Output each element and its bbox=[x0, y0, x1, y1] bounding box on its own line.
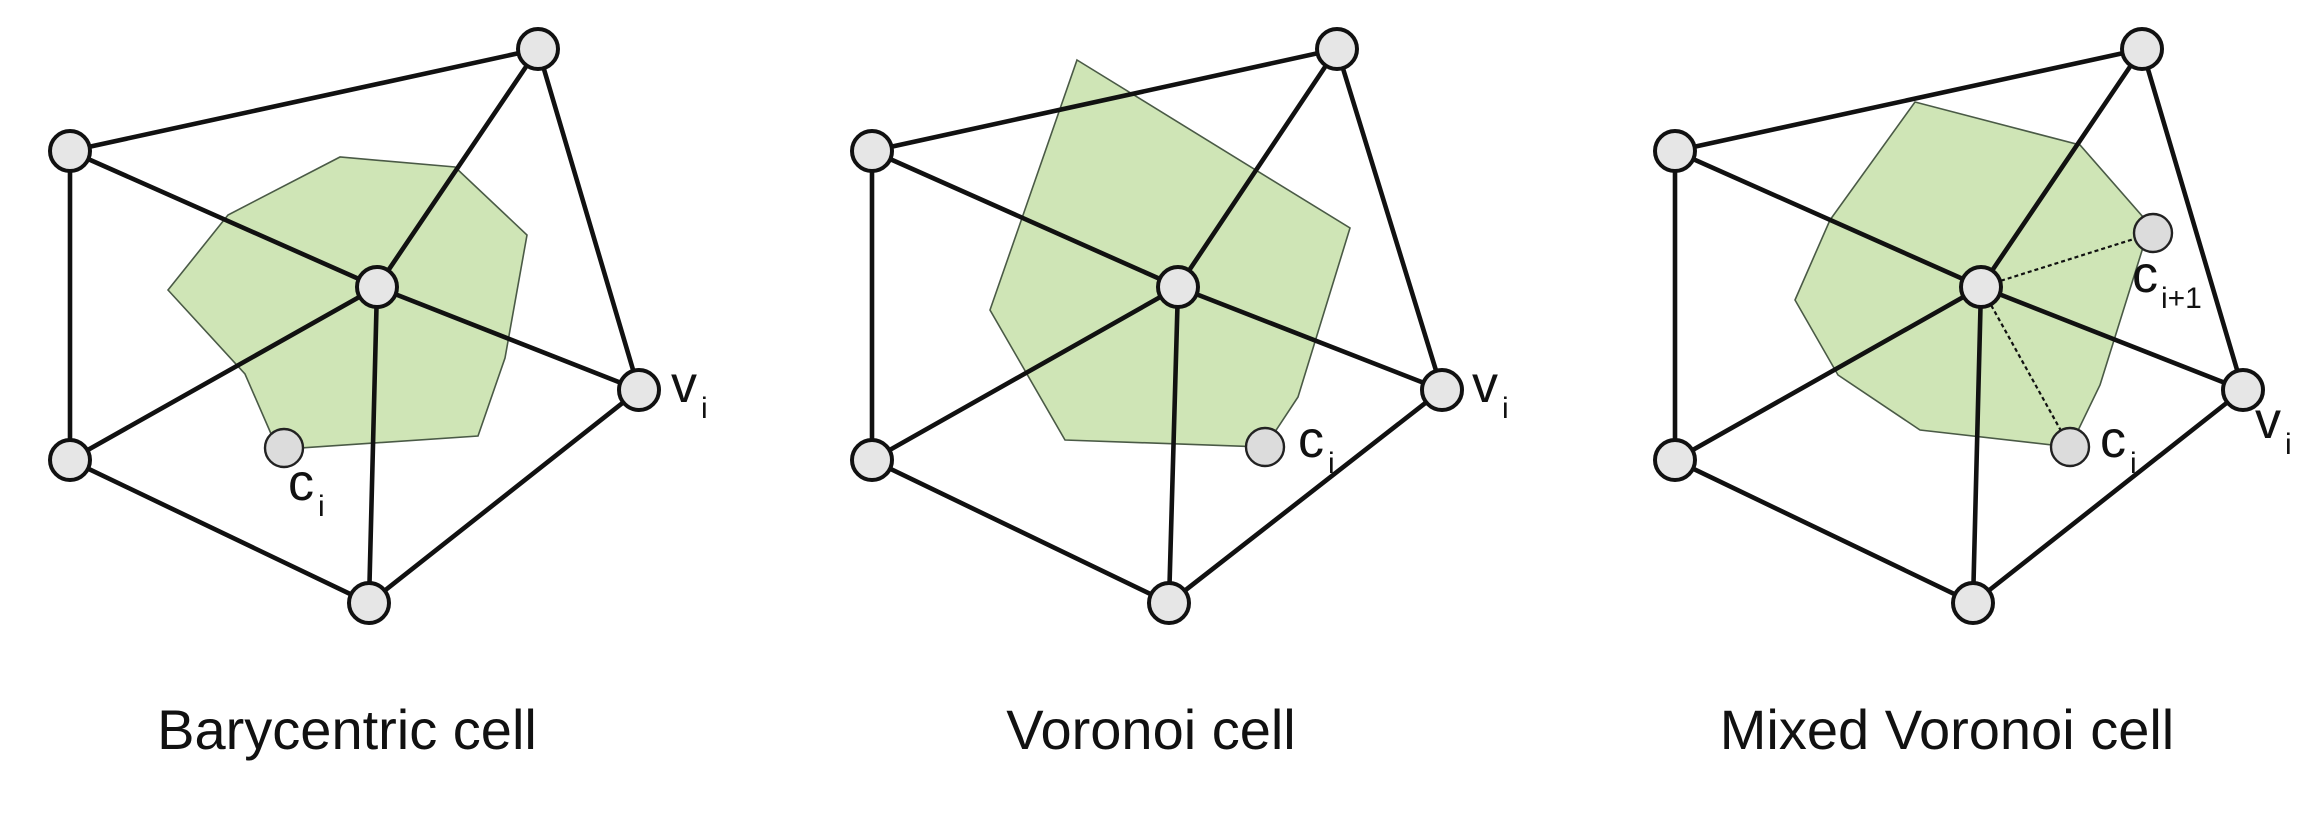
mesh-vertex-vi bbox=[2221, 368, 2265, 412]
point-ci1 bbox=[2132, 212, 2174, 254]
mesh-edge bbox=[1175, 46, 1340, 290]
center-vertex bbox=[1156, 265, 1200, 309]
mesh-edge bbox=[1334, 46, 1445, 393]
mesh-edge bbox=[869, 457, 1172, 606]
mesh-edge bbox=[67, 457, 372, 606]
mesh-vertex bbox=[1147, 581, 1191, 625]
mesh-vertex bbox=[850, 129, 894, 173]
mesh-edge bbox=[1672, 457, 1976, 606]
mesh-edge bbox=[535, 46, 642, 393]
center-vertex bbox=[1959, 265, 2003, 309]
mesh-edge bbox=[366, 284, 380, 606]
mesh-edge bbox=[366, 387, 642, 606]
mesh-edge bbox=[1672, 46, 2145, 154]
mesh-edge bbox=[67, 46, 541, 154]
center-vertex bbox=[355, 265, 399, 309]
mesh-edge bbox=[1970, 284, 1984, 606]
mesh-edge bbox=[1166, 387, 1445, 606]
mesh-vertex bbox=[1653, 129, 1697, 173]
mesh-edge bbox=[869, 148, 1181, 290]
mesh-edge bbox=[1175, 284, 1445, 393]
point-ci bbox=[2049, 426, 2091, 468]
mesh-edge bbox=[1166, 284, 1181, 606]
mesh-vertex bbox=[48, 438, 92, 482]
mesh-edge bbox=[374, 284, 642, 393]
mesh-vertex bbox=[347, 581, 391, 625]
mesh-vertex bbox=[850, 438, 894, 482]
point-ci bbox=[263, 427, 305, 469]
mesh-edge bbox=[1978, 46, 2145, 290]
mesh-edge bbox=[1978, 284, 2246, 393]
dashed-link-ci bbox=[1980, 286, 2071, 448]
mesh-edge bbox=[67, 284, 380, 463]
mesh-edge bbox=[2139, 46, 2246, 393]
mesh-edges bbox=[869, 46, 1445, 606]
mesh-vertex bbox=[516, 27, 560, 71]
caption-mixed-voronoi: Mixed Voronoi cell bbox=[1720, 698, 2174, 761]
mesh-edge bbox=[67, 148, 380, 290]
dashed-link-ci1 bbox=[1980, 231, 2154, 289]
mesh-edges bbox=[67, 46, 642, 606]
mesh-edge bbox=[1672, 148, 1984, 290]
mesh-vertex bbox=[2120, 27, 2164, 71]
mesh-edge bbox=[869, 46, 1340, 154]
mesh-vertex bbox=[48, 129, 92, 173]
mesh-vertex-vi bbox=[617, 368, 661, 412]
mesh-edge bbox=[869, 284, 1181, 463]
voronoi-cell-region bbox=[989, 58, 1351, 448]
mesh-vertex bbox=[1653, 438, 1697, 482]
caption-voronoi: Voronoi cell bbox=[1006, 698, 1296, 761]
mesh-vertex bbox=[1315, 27, 1359, 71]
caption-barycentric: Barycentric cell bbox=[157, 698, 537, 761]
mesh-edge bbox=[1672, 284, 1984, 463]
mesh-edge bbox=[1970, 387, 2246, 606]
mesh-edge bbox=[374, 46, 541, 290]
mesh-edges bbox=[1672, 46, 2246, 606]
mesh-vertex-vi bbox=[1420, 368, 1464, 412]
mesh-vertex bbox=[1951, 581, 1995, 625]
point-ci bbox=[1244, 426, 1286, 468]
